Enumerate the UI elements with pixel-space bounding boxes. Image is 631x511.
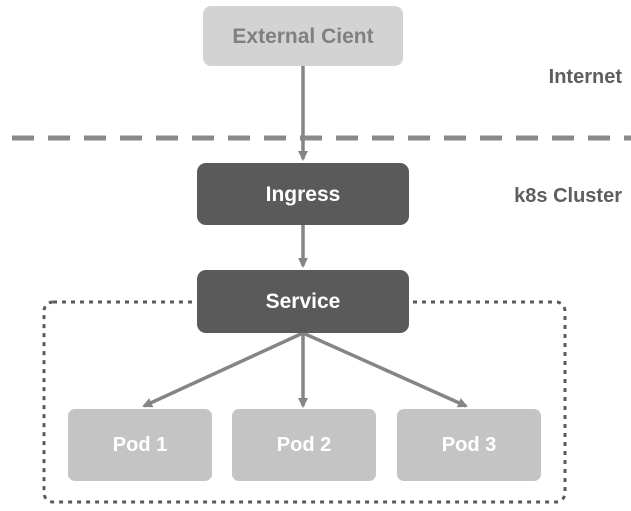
- pod-1-label: Pod 1: [113, 434, 167, 456]
- ingress-label: Ingress: [266, 183, 341, 206]
- pod-2-node: Pod 2: [232, 409, 376, 481]
- service-label: Service: [266, 290, 341, 313]
- arrow-service-to-pod-1: [142, 331, 304, 408]
- internet-zone-label: Internet: [549, 66, 623, 88]
- external-client-node: External Cient: [203, 6, 403, 66]
- pod-2-label: Pod 2: [277, 434, 331, 456]
- pod-group-boundary: [42, 300, 567, 504]
- pod-3-node: Pod 3: [397, 409, 541, 481]
- arrow-service-to-pod-3: [302, 331, 468, 408]
- cluster-zone-label: k8s Cluster: [514, 185, 622, 207]
- service-node: Service: [197, 270, 409, 333]
- pod-1-node: Pod 1: [68, 409, 212, 481]
- pod-3-label: Pod 3: [442, 434, 496, 456]
- ingress-node: Ingress: [197, 163, 409, 225]
- external-client-label: External Cient: [232, 25, 373, 48]
